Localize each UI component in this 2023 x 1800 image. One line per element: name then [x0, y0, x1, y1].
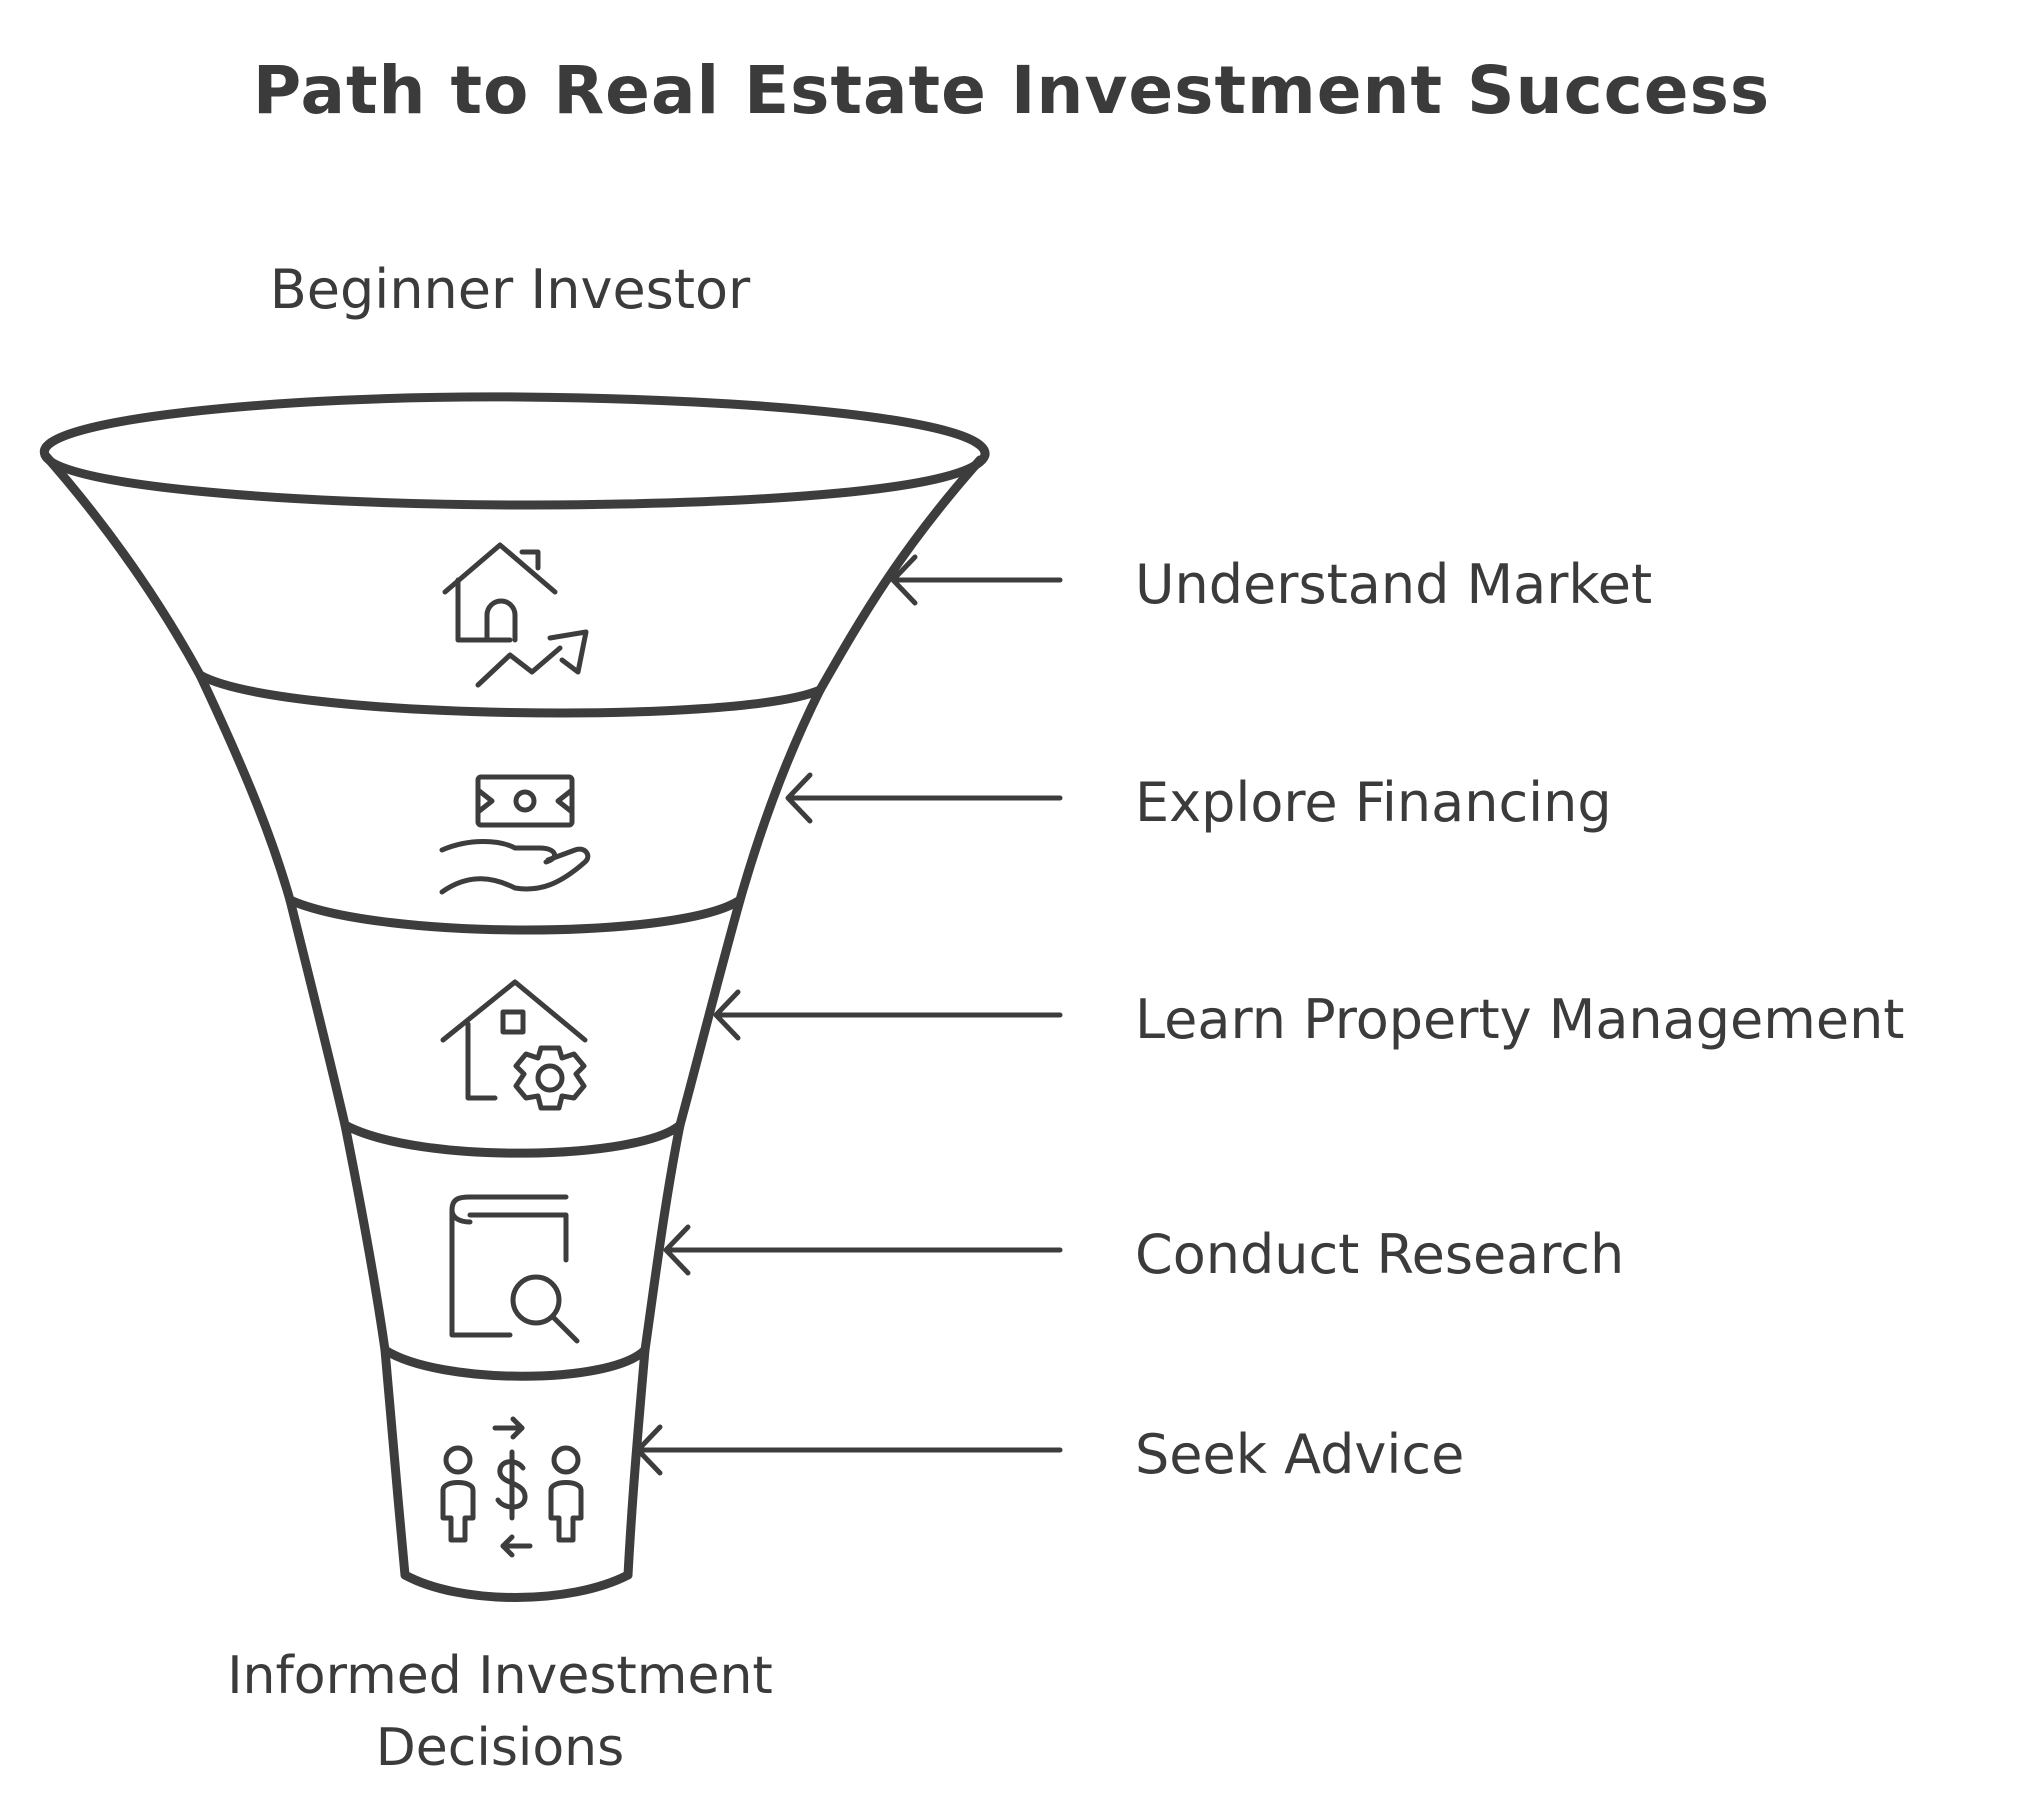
- house-gear-icon: [440, 979, 588, 1111]
- hand-money-icon: [439, 774, 591, 895]
- funnel-bottom-label: Informed Investment Decisions: [100, 1640, 900, 1784]
- funnel-top-label: Beginner Investor: [269, 258, 751, 321]
- bottom-label-line1: Informed Investment: [227, 1646, 773, 1706]
- stage-label-seek-advice: Seek Advice: [1135, 1423, 1465, 1486]
- stage-label-understand-market: Understand Market: [1135, 553, 1653, 616]
- arrow-understand-market: [890, 554, 1063, 606]
- arrow-learn-property-management: [713, 989, 1063, 1041]
- people-exchange-icon: [440, 1416, 584, 1558]
- connector-arrows: [635, 554, 1063, 1476]
- stage-label-explore-financing: Explore Financing: [1135, 771, 1612, 834]
- arrow-seek-advice: [635, 1424, 1063, 1476]
- arrow-explore-financing: [785, 772, 1063, 824]
- diagram-title: Path to Real Estate Investment Success: [252, 52, 1771, 129]
- arrow-conduct-research: [663, 1224, 1063, 1276]
- stage-label-learn-property-management: Learn Property Management: [1135, 988, 1905, 1051]
- house-trend-icon: [442, 542, 589, 688]
- bottom-label-line2: Decisions: [375, 1718, 625, 1778]
- funnel-outline: [40, 450, 985, 1602]
- stage-label-conduct-research: Conduct Research: [1135, 1223, 1625, 1286]
- funnel-rim: [40, 392, 990, 510]
- book-magnifier-icon: [449, 1194, 580, 1344]
- funnel-rings: [195, 670, 825, 1381]
